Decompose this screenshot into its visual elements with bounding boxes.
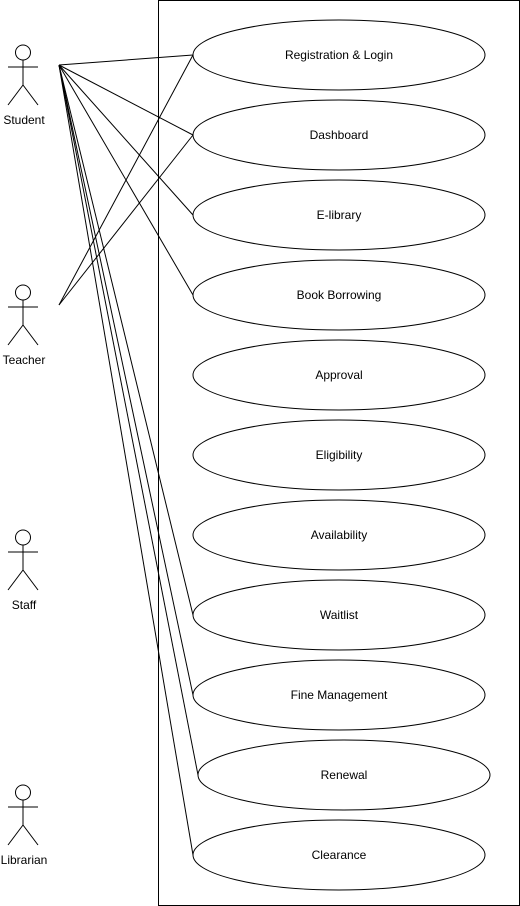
use-case-label: E-library bbox=[317, 208, 362, 222]
use-case-ellipse bbox=[197, 739, 491, 811]
use-case-label: Clearance bbox=[312, 848, 367, 862]
use-case-label: Dashboard bbox=[310, 128, 369, 142]
use-case-label: Registration & Login bbox=[285, 48, 393, 62]
use-case-e-library: E-library bbox=[192, 179, 486, 251]
use-case-label: Eligibility bbox=[316, 448, 363, 462]
use-case-waitlist: Waitlist bbox=[192, 579, 486, 651]
actor-label: Librarian bbox=[1, 853, 48, 867]
use-case-ellipse bbox=[192, 819, 486, 891]
use-case-ellipse bbox=[192, 419, 486, 491]
use-case-registration-login: Registration & Login bbox=[192, 19, 486, 91]
use-case-dashboard: Dashboard bbox=[192, 99, 486, 171]
association-student-e-library bbox=[58, 64, 194, 216]
use-case-ellipse bbox=[192, 19, 486, 91]
association-student-waitlist bbox=[58, 64, 194, 616]
association-student-fine-management bbox=[58, 64, 194, 696]
use-case-ellipse bbox=[192, 339, 486, 411]
use-case-ellipse bbox=[192, 579, 486, 651]
actor-teacher: Teacher bbox=[3, 284, 46, 367]
use-case-ellipse bbox=[192, 259, 486, 331]
actor-stick-figure-icon bbox=[7, 284, 39, 346]
association-student-dashboard bbox=[58, 64, 194, 136]
use-case-ellipse bbox=[192, 99, 486, 171]
use-case-ellipse bbox=[192, 659, 486, 731]
use-case-label: Renewal bbox=[321, 768, 368, 782]
use-case-approval: Approval bbox=[192, 339, 486, 411]
use-case-ellipse bbox=[192, 179, 486, 251]
actor-stick-figure-icon bbox=[7, 44, 39, 106]
actor-label: Student bbox=[3, 113, 45, 127]
use-case-availability: Availability bbox=[192, 499, 486, 571]
use-case-fine-management: Fine Management bbox=[192, 659, 486, 731]
use-case-label: Approval bbox=[315, 368, 362, 382]
association-student-registration-login bbox=[58, 54, 194, 66]
use-case-label: Waitlist bbox=[320, 608, 359, 622]
actor-stick-figure-icon bbox=[7, 784, 39, 846]
use-case-label: Fine Management bbox=[291, 688, 388, 702]
use-case-book-borrowing: Book Borrowing bbox=[192, 259, 486, 331]
use-case-ellipse bbox=[192, 499, 486, 571]
association-teacher-registration-login bbox=[58, 54, 194, 306]
actor-librarian: Librarian bbox=[1, 784, 48, 867]
association-teacher-dashboard bbox=[58, 134, 194, 306]
actor-label: Teacher bbox=[3, 353, 46, 367]
use-case-eligibility: Eligibility bbox=[192, 419, 486, 491]
actor-label: Staff bbox=[12, 598, 37, 612]
use-case-renewal: Renewal bbox=[197, 739, 491, 811]
use-case-clearance: Clearance bbox=[192, 819, 486, 891]
association-student-renewal bbox=[58, 64, 199, 776]
association-student-clearance bbox=[58, 64, 194, 856]
use-case-label: Book Borrowing bbox=[297, 288, 382, 302]
actor-student: Student bbox=[3, 44, 45, 127]
use-case-label: Availability bbox=[311, 528, 367, 542]
actor-staff: Staff bbox=[7, 529, 39, 612]
association-lines bbox=[58, 54, 199, 856]
use-cases: Registration & LoginDashboardE-libraryBo… bbox=[192, 19, 491, 891]
actor-stick-figure-icon bbox=[7, 529, 39, 591]
